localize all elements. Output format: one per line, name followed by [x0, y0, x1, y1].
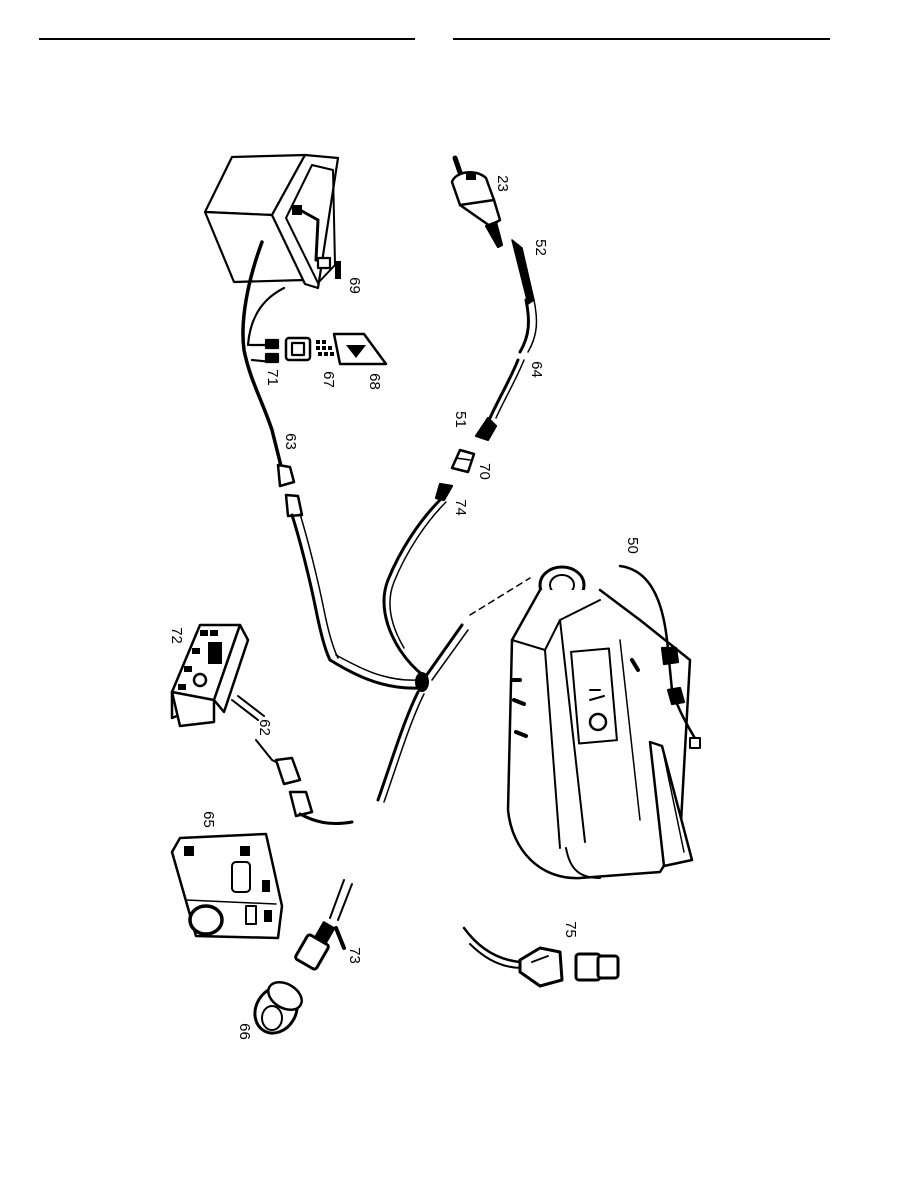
callout-74: 74 [451, 499, 469, 516]
callout-52: 52 [531, 239, 549, 256]
control-harness-cables [255, 739, 354, 826]
pump-harness-cables [382, 239, 538, 678]
callout-71: 71 [263, 369, 281, 386]
callout-70: 70 [475, 463, 493, 480]
callout-75: 75 [561, 921, 579, 938]
callout-66: 66 [235, 1023, 253, 1040]
battery-illustration [203, 153, 341, 290]
timer-illustration [170, 623, 265, 728]
callout-67: 67 [319, 371, 337, 388]
diagnostic-connector-illustration [462, 926, 620, 988]
power-harness-cables [241, 240, 339, 662]
callout-63: 63 [281, 433, 299, 450]
callout-73: 73 [345, 947, 363, 964]
callout-65: 65 [199, 811, 217, 828]
control-unit-illustration [170, 832, 284, 940]
callout-64: 64 [527, 361, 545, 378]
central-junction [328, 577, 531, 803]
callout-68: 68 [365, 373, 383, 390]
callout-23: 23 [493, 175, 511, 192]
header-rule-left [39, 38, 415, 40]
fuse-holder-group [284, 332, 388, 366]
fuel-pump-illustration [450, 155, 504, 249]
callout-51: 51 [451, 411, 469, 428]
callout-72: 72 [167, 627, 185, 644]
heater-illustration [506, 564, 701, 880]
callout-69: 69 [345, 277, 363, 294]
header-rule-right [453, 38, 830, 40]
callout-50: 50 [623, 537, 641, 554]
round-connector-illustration [253, 879, 353, 1035]
callout-62: 62 [255, 719, 273, 736]
